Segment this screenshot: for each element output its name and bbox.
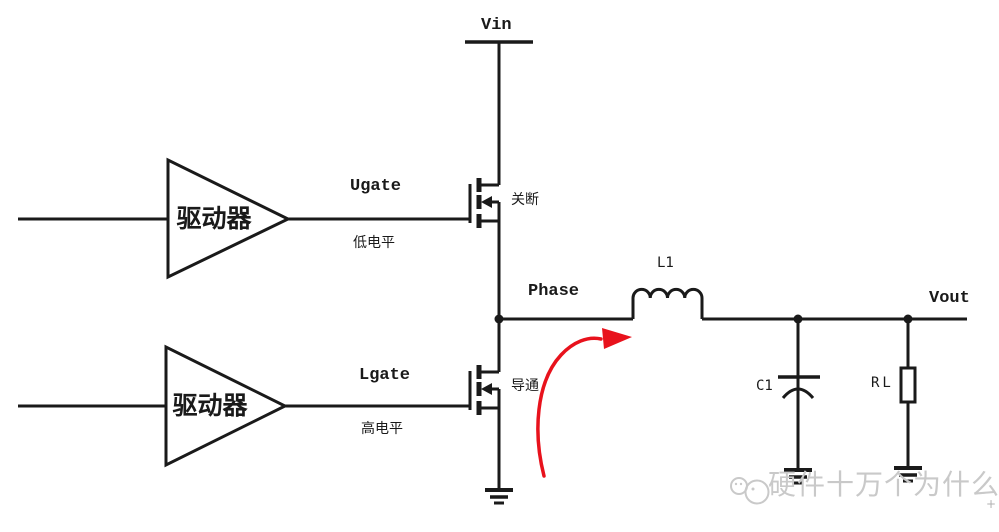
wires (18, 40, 967, 488)
upper-driver-triangle (166, 157, 292, 280)
load-ground-icon (894, 466, 922, 483)
load-junction-dot (903, 314, 913, 324)
capacitor-junction-dot (793, 314, 803, 324)
ugate-level-label: 低电平 (353, 236, 395, 251)
lower-driver-label: 驱动器 (172, 393, 248, 420)
lgate-label: Lgate (359, 366, 411, 385)
upper-fet-state-label: 关断 (511, 193, 539, 208)
load-resistor-symbol (899, 366, 917, 404)
capacitor-curved-plate (781, 387, 815, 399)
upper-mosfet (468, 178, 492, 228)
watermark-text: 硬件十万个为什么 (768, 470, 999, 501)
phase-junction-dot (494, 314, 504, 324)
lgate-level-label: 高电平 (361, 422, 403, 437)
vin-label: Vin (481, 16, 512, 35)
upper-driver-label: 驱动器 (176, 206, 252, 233)
switch-ground-icon (485, 488, 513, 505)
upper-mosfet-body-arrow-icon (481, 196, 492, 208)
ugate-label: Ugate (350, 177, 402, 196)
capacitor-symbol (778, 375, 820, 399)
load-label: RL (871, 375, 894, 391)
current-flow-arrow-icon (536, 328, 632, 478)
corner-mark: + (986, 497, 997, 511)
phase-label: Phase (528, 282, 580, 301)
inductor-label: L1 (657, 255, 674, 271)
lower-mosfet-body-arrow-icon (481, 383, 492, 395)
capacitor-ground-icon (784, 468, 812, 485)
capacitor-label: C1 (756, 378, 773, 394)
inductor-symbol (631, 287, 704, 319)
lower-driver-triangle (164, 344, 289, 468)
lower-fet-state-label: 导通 (511, 379, 539, 394)
vout-label: Vout (929, 289, 970, 308)
watermark-logo-icon (730, 477, 770, 505)
lower-mosfet (468, 365, 492, 415)
